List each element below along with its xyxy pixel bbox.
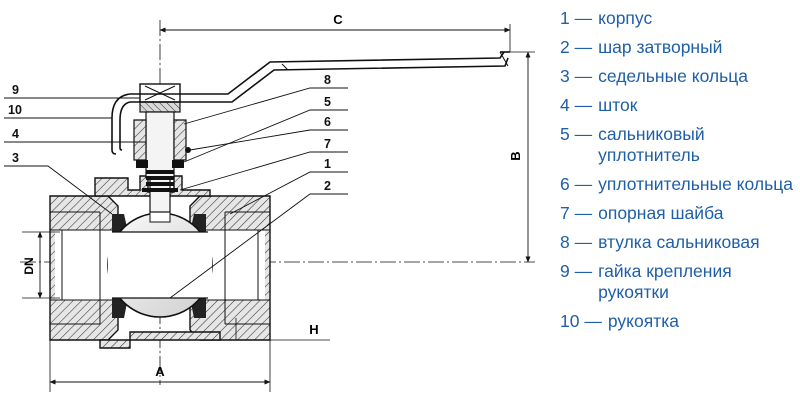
callout-5: 5 [324, 95, 331, 109]
legend-number: 1 — [560, 8, 593, 28]
legend-text: уплотнительные кольца [598, 174, 793, 194]
dimension-dn: DN [22, 231, 60, 299]
legend-number: 9 — [560, 261, 593, 281]
legend-item-10: 10 — рукоятка [560, 311, 798, 332]
ball-valve-drawing: C B A H DN [4, 12, 535, 392]
legend-number: 8 — [560, 232, 593, 252]
callout-2: 2 [324, 179, 331, 193]
legend-text: втулка сальниковая [598, 232, 760, 252]
callout-9: 9 [12, 83, 19, 97]
legend-item-9: 9 — гайка крепления рукоятки [560, 261, 798, 303]
legend-number: 2 — [560, 37, 593, 57]
legend-item-3: 3 — седельные кольца [560, 66, 798, 87]
dimension-h: H [228, 318, 330, 341]
callout-4: 4 [12, 127, 19, 141]
legend-number: 6 — [560, 174, 593, 194]
legend-number: 5 — [560, 124, 593, 144]
legend-text: шток [598, 95, 638, 115]
legend-item-1: 1 — корпус [560, 8, 798, 29]
legend-text: гайка крепления рукоятки [598, 261, 732, 302]
legend-item-2: 2 — шар затворный [560, 37, 798, 58]
dimension-a-label: A [155, 364, 165, 379]
callouts-right [169, 87, 348, 299]
legend-item-4: 4 — шток [560, 95, 798, 116]
stem [139, 99, 181, 213]
parts-legend: 1 — корпус 2 — шар затворный 3 — седельн… [560, 8, 798, 340]
dimension-b-label: B [508, 151, 523, 160]
callout-3: 3 [12, 151, 19, 165]
dimension-h-label: H [309, 322, 318, 337]
legend-number: 7 — [560, 203, 593, 223]
handle-nut [139, 83, 181, 103]
support-washer [142, 188, 178, 192]
handle [111, 51, 510, 155]
sealing-ring [185, 147, 191, 153]
legend-number: 3 — [560, 66, 593, 86]
legend-number: 10 — [560, 311, 602, 331]
legend-item-5: 5 — сальниковый уплотнитель [560, 124, 798, 166]
callout-10: 10 [8, 103, 22, 117]
callout-8: 8 [324, 73, 331, 87]
dimension-c-label: C [333, 12, 343, 27]
callouts-left [4, 97, 146, 215]
legend-item-6: 6 — уплотнительные кольца [560, 174, 798, 195]
gland-packing [136, 160, 184, 186]
legend-number: 4 — [560, 95, 593, 115]
legend-text: шар затворный [598, 37, 723, 57]
legend-text: корпус [598, 8, 653, 28]
dimension-b: B [508, 51, 535, 263]
legend-text: рукоятка [607, 311, 679, 331]
legend-item-8: 8 — втулка сальниковая [560, 232, 798, 253]
dimension-dn-label: DN [22, 257, 36, 274]
dimension-c: C [159, 12, 511, 52]
legend-text: сальниковый уплотнитель [598, 124, 705, 165]
legend-text: седельные кольца [598, 66, 749, 86]
callout-6: 6 [324, 115, 331, 129]
ball [107, 209, 213, 318]
dimension-a: A [49, 340, 271, 392]
legend-item-7: 7 — опорная шайба [560, 203, 798, 224]
callout-1: 1 [324, 157, 331, 171]
callout-7: 7 [324, 137, 331, 151]
legend-text: опорная шайба [598, 203, 724, 223]
thread-left [50, 211, 118, 325]
